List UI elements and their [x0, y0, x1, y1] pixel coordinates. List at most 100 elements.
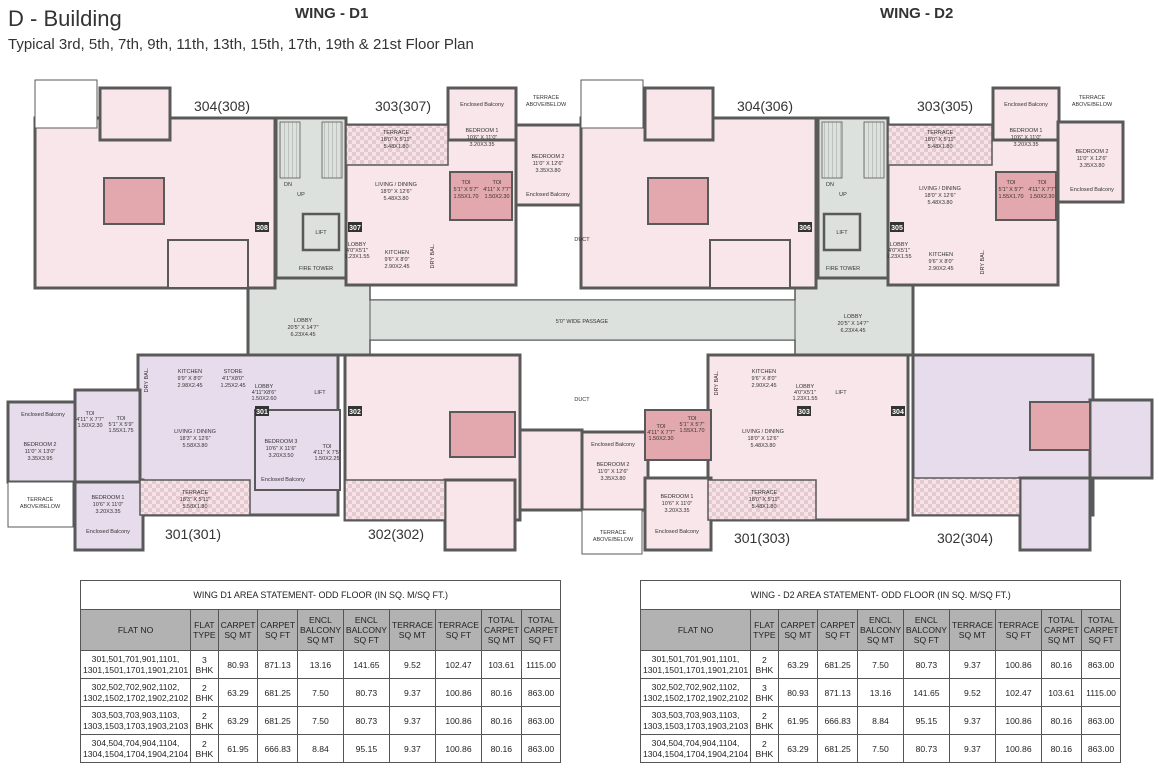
room-toilet: TOI: [85, 411, 95, 417]
room-living-dining: LIVING / DINING: [174, 429, 216, 435]
room-bedroom-1: BEDROOM 1: [465, 128, 498, 134]
table-cell: 80.16: [481, 706, 522, 735]
fire-tower-label: FIRE TOWER: [299, 266, 333, 272]
table-cell: 2 BHK: [190, 706, 219, 735]
room-dimension: 18'0" X 5'11": [749, 497, 780, 503]
table-cell: 303,503,703,903,1103, 1303,1503,1703,190…: [639, 706, 752, 735]
table-cell: 102.47: [434, 650, 483, 679]
table-cell: 9.37: [388, 706, 436, 735]
flat-label: 301(303): [734, 530, 790, 546]
table-cell: 80.16: [1041, 734, 1082, 763]
flat-label: 304(308): [194, 98, 250, 114]
lift-label: LIFT: [835, 390, 847, 396]
room-bedroom-2: BEDROOM 2: [531, 154, 564, 160]
table-cell: 863.00: [520, 678, 562, 707]
room-toilet: TOI: [1037, 180, 1047, 186]
room-bedroom-1: BEDROOM 1: [660, 494, 693, 500]
wing-d1-label: WING - D1: [295, 5, 369, 22]
table-cell: 2 BHK: [750, 650, 779, 679]
unit-tag: 308: [256, 225, 268, 232]
room-dimension: 4'0"X5'1": [346, 248, 368, 254]
room-lobby: LOBBY: [294, 318, 313, 324]
table-cell: 141.65: [342, 650, 390, 679]
room-dimension: 9'6" X 8'0": [752, 376, 777, 382]
table-body: 301,501,701,901,1101, 1301,1501,1701,190…: [79, 650, 562, 763]
table-cell: 3 BHK: [750, 678, 779, 707]
table-cell: 13.16: [297, 650, 344, 679]
table-cell: 7.50: [297, 706, 344, 735]
room-toilet: TOI: [461, 180, 471, 186]
room-dimension: 4'11" X 7'7": [76, 417, 104, 423]
table-header-cell: ENCL BALCONY SQ FT: [902, 609, 950, 651]
flat-label: 301(301): [165, 526, 221, 542]
room-lobby: LOBBY: [796, 384, 815, 390]
table-header-cell: TOTAL CARPET SQ FT: [1080, 609, 1122, 651]
table-cell: 95.15: [342, 734, 390, 763]
table-header-cell: FLAT NO: [639, 609, 752, 651]
room-dry-balcony: DRY BAL.: [980, 249, 986, 274]
table-cell: 9.52: [388, 650, 436, 679]
room-terrace: TERRACE: [182, 490, 209, 496]
table-header-cell: TOTAL CARPET SQ MT: [1041, 609, 1082, 651]
table-cell: 1115.00: [520, 650, 562, 679]
wing-d2-label: WING - D2: [880, 5, 954, 22]
table-cell: 13.16: [857, 678, 904, 707]
table-cell: 103.61: [1041, 678, 1082, 707]
room-terrace-above-below: TERRACE: [27, 497, 54, 503]
stair-up-label: UP: [839, 192, 847, 198]
table-header-cell: CARPET SQ FT: [817, 609, 858, 651]
room-dry-balcony: DRY BAL.: [430, 243, 436, 268]
floor-plan: 304(308) 303(307) 304(306) 303(305) 301(…: [6, 79, 1154, 555]
unit-tag: 302: [349, 409, 361, 416]
room-kitchen: KITCHEN: [385, 250, 409, 256]
table-cell: 80.16: [481, 734, 522, 763]
room-dimension: 18'3" X 5'11": [180, 497, 211, 503]
table-header-cell: TOTAL CARPET SQ FT: [520, 609, 562, 651]
room-store: STORE: [224, 369, 243, 375]
room-toilet: TOI: [1006, 180, 1016, 186]
table-header-cell: ENCL BALCONY SQ MT: [857, 609, 904, 651]
unit-tag: 306: [799, 225, 811, 232]
lift-label: LIFT: [836, 230, 848, 236]
room-dimension: 5.48X3.80: [927, 200, 952, 206]
table-cell: 100.86: [994, 706, 1043, 735]
room-dry-balcony: DRY BAL.: [714, 370, 720, 395]
room-dimension: 18'3" X 12'6": [179, 436, 210, 442]
table-cell: 863.00: [1080, 706, 1122, 735]
table-cell: 80.73: [342, 678, 390, 707]
room-dimension: 5.58X1.80: [182, 504, 207, 510]
table-cell: 63.29: [777, 734, 819, 763]
room-dimension: 1.25X2.45: [220, 383, 245, 389]
room-dimension: 5'1" X 5'7": [999, 187, 1024, 193]
room-dimension: 2.90X2.45: [384, 264, 409, 270]
table-cell: 302,502,702,902,1102, 1302,1502,1702,190…: [639, 678, 752, 707]
room-dimension: 20'5" X 14'7": [837, 321, 868, 327]
room-dimension: 3.20X3.35: [664, 508, 689, 514]
table-cell: 681.25: [817, 734, 858, 763]
room-living-dining: LIVING / DINING: [919, 186, 961, 192]
table-row: 302,502,702,902,1102, 1302,1502,1702,190…: [639, 678, 1122, 707]
room-dimension: 11'0" X 13'0": [25, 449, 56, 455]
table-header-cell: CARPET SQ MT: [217, 609, 259, 651]
room-toilet: TOI: [656, 424, 666, 430]
room-dimension: 11'0" X 12'6": [1077, 156, 1108, 162]
lift-label: LIFT: [314, 390, 326, 396]
room-dimension: 3.20X3.50: [268, 453, 293, 459]
room-dimension: 4'11" X 7'7": [483, 187, 511, 193]
unit-tag: 304: [892, 409, 904, 416]
table-cell: 80.73: [342, 706, 390, 735]
room-dimension: 9'9" X 8'0": [178, 376, 203, 382]
room-enclosed-balcony: Enclosed Balcony: [1070, 187, 1114, 193]
room-dimension: 18'0" X 5'11": [381, 137, 412, 143]
room-dimension: 3.20X3.35: [95, 509, 120, 515]
room-dimension: 1.50X2.30: [484, 194, 509, 200]
table-cell: 61.95: [217, 734, 259, 763]
table-cell: 80.16: [1041, 650, 1082, 679]
table-cell: 80.16: [1041, 706, 1082, 735]
room-terrace-above-below: TERRACE: [533, 95, 560, 101]
room-terrace: TERRACE: [927, 130, 954, 136]
table-row: 301,501,701,901,1101, 1301,1501,1701,190…: [639, 650, 1122, 679]
room-terrace-above-below: ABOVE/BELOW: [593, 537, 634, 543]
room-dimension: 1.55X1.70: [998, 194, 1023, 200]
